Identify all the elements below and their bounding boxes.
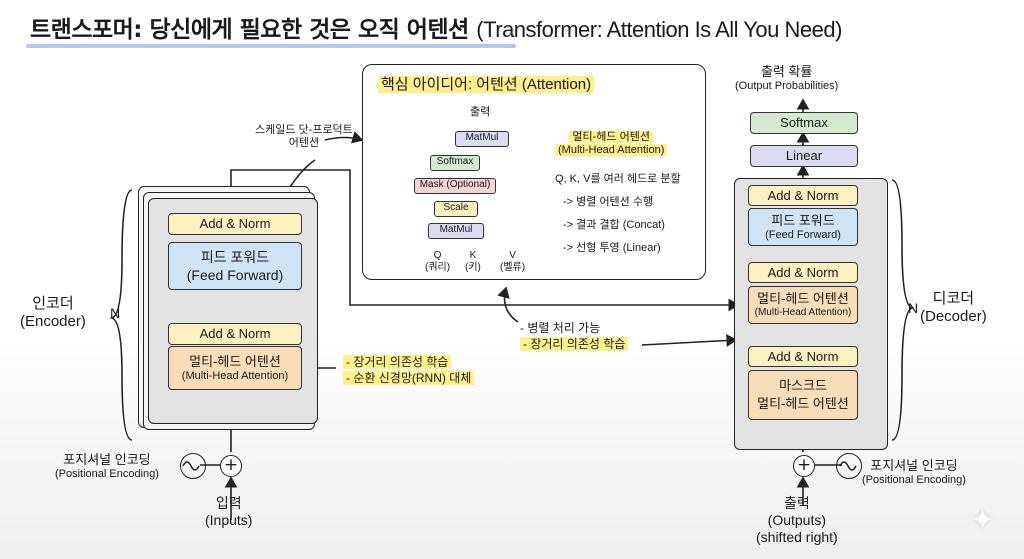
inset-softmax: Softmax [430, 155, 480, 171]
page-title: 트랜스포머: 당신에게 필요한 것은 오직 어텐션 (Transformer: … [30, 10, 842, 44]
decoder-add-norm-2: Add & Norm [748, 262, 858, 283]
encoder-n-label: N [110, 305, 121, 321]
decoder-ff-en: (Feed Forward) [765, 228, 841, 241]
encoder-label-en: (Encoder) [20, 313, 86, 330]
decoder-ff-ko: 피드 포워드 [771, 212, 835, 228]
encoder-feed-forward: 피드 포워드 (Feed Forward) [168, 242, 302, 290]
decoder-output-probabilities: 출력 확률 (Output Probabilities) [735, 64, 838, 93]
inset-scale: Scale [434, 201, 478, 217]
inset-bullets: Q, K, V를 여러 헤드로 분할 -> 병렬 어텐션 수행 -> 결과 결합… [555, 168, 681, 260]
decoder-masked-multi-head-attention: 마스크드 멀티-헤드 어텐션 [748, 370, 858, 420]
decoder-feed-forward: 피드 포워드 (Feed Forward) [748, 208, 858, 246]
encoder-positional-encoding: 포지셔널 인코딩 (Positional Encoding) [55, 452, 159, 481]
decoder-output-en: (Outputs) [767, 512, 827, 528]
inset-bullet: -> 결과 결합 (Concat) [563, 219, 665, 231]
decoder-output-ko: 출력 [783, 495, 810, 511]
decoder-output-shift: (shifted right) [756, 529, 838, 545]
decoder-positional-encoding-icon [836, 453, 862, 479]
inset-v: V (벨류) [500, 250, 525, 274]
sparkle-icon: ✦ [970, 503, 996, 538]
inset-k: K (키) [465, 250, 481, 274]
encoder-add-norm-top: Add & Norm [168, 213, 302, 235]
inset-k-letter: K [469, 250, 477, 261]
decoder-label-en: (Decoder) [920, 308, 987, 325]
decoder-n-label: N [908, 300, 919, 316]
inset-v-ko: (벨류) [500, 262, 526, 273]
inset-matmul-top: MatMul [455, 131, 509, 147]
encoder-input-en: (Inputs) [205, 512, 253, 528]
encoder-input: 입력 (Inputs) [205, 495, 252, 529]
encoder-input-ko: 입력 [215, 495, 242, 511]
inset-v-letter: V [509, 250, 516, 261]
encoder-mha-en: (Multi-Head Attention) [181, 369, 289, 382]
inset-q: Q (쿼리) [425, 250, 450, 274]
encoder-pe-ko: 포지셔널 인코딩 [63, 452, 151, 467]
decoder-masked-label-1: 마스크드 [779, 378, 827, 393]
decoder-add-norm-1: Add & Norm [748, 185, 858, 206]
decoder-pe-en: (Positional Encoding) [862, 474, 966, 486]
encoder-label-ko: 인코더 [32, 295, 74, 312]
decoder-mha-en: (Multi-Head Attention) [754, 307, 852, 318]
encoder-ff-en: (Feed Forward) [186, 267, 284, 283]
decoder-label-ko: 디코더 [932, 290, 975, 307]
sdpa-label: 스케일드 닷-프로덕트 어텐션 [255, 124, 353, 150]
decoder-output: 출력 (Outputs) (shifted right) [756, 495, 838, 546]
middle-note-parallel: - 병렬 처리 가능 [520, 321, 601, 335]
decoder-linear: Linear [750, 145, 858, 167]
decoder-add-norm-1-label: Add & Norm [767, 187, 839, 203]
encoder-label: 인코더 (Encoder) [20, 295, 86, 331]
inset-bullet: -> 선형 투영 (Linear) [563, 242, 661, 254]
decoder-label: 디코더 (Decoder) [920, 290, 987, 326]
inset-q-ko: (쿼리) [425, 262, 451, 273]
encoder-add-norm-top-label: Add & Norm [199, 216, 271, 231]
encoder-note-long-range: - 장거리 의존성 학습 [343, 355, 452, 369]
encoder-note-rnn-replace: - 순환 신경망(RNN) 대체 [343, 371, 475, 385]
decoder-multi-head-attention: 멀티-헤드 어텐션 (Multi-Head Attention) [748, 286, 858, 324]
sdpa-label-line2: 어텐션 [288, 137, 320, 149]
encoder-ff-ko: 피드 포워드 [200, 249, 270, 265]
decoder-linear-label: Linear [785, 148, 823, 163]
title-underline [26, 44, 516, 48]
inset-multi-head: 멀티-헤드 어텐션 (Multi-Head Attention) [555, 131, 668, 157]
decoder-positional-encoding: 포지셔널 인코딩 (Positional Encoding) [862, 458, 966, 487]
encoder-pe-en: (Positional Encoding) [55, 468, 159, 480]
decoder-add-norm-3-label: Add & Norm [767, 348, 839, 364]
inset-mask: Mask (Optional) [414, 178, 496, 194]
encoder-add-norm-bottom-label: Add & Norm [199, 326, 271, 341]
inset-mh-ko: 멀티-헤드 어텐션 [569, 131, 653, 143]
title-korean: 트랜스포머: 당신에게 필요한 것은 오직 어텐션 [30, 17, 469, 43]
decoder-mha-ko: 멀티-헤드 어텐션 [757, 291, 849, 306]
decoder-add-norm-2-label: Add & Norm [767, 264, 839, 280]
decoder-brace [891, 179, 915, 441]
decoder-pe-ko: 포지셔널 인코딩 [870, 458, 958, 473]
inset-output-label: 출력 [470, 106, 491, 118]
decoder-softmax: Softmax [750, 112, 858, 134]
encoder-positional-encoding-icon [180, 453, 206, 479]
inset-title: 핵심 아이디어: 어텐션 (Attention) [378, 76, 595, 94]
inset-bullet: Q, K, V를 여러 헤드로 분할 [555, 173, 681, 185]
sdpa-label-line1: 스케일드 닷-프로덕트 [255, 124, 353, 136]
decoder-masked-label-2: 멀티-헤드 어텐션 [757, 396, 849, 411]
encoder-multi-head-attention: 멀티-헤드 어텐션 (Multi-Head Attention) [168, 346, 302, 390]
inset-title-text: 핵심 아이디어: 어텐션 (Attention) [378, 76, 595, 93]
decoder-add-norm-3: Add & Norm [748, 346, 858, 367]
inset-mh-en: (Multi-Head Attention) [555, 144, 668, 156]
encoder-notes: - 장거리 의존성 학습 - 순환 신경망(RNN) 대체 [343, 354, 475, 386]
attention-inset-panel [362, 64, 706, 280]
decoder-add-icon: + [793, 455, 815, 477]
decoder-output-prob-ko: 출력 확률 [760, 64, 813, 79]
inset-matmul-bottom: MatMul [428, 223, 484, 239]
encoder-brace [109, 189, 133, 441]
inset-q-letter: Q [433, 250, 442, 261]
decoder-softmax-label: Softmax [780, 115, 828, 130]
title-english: (Transformer: Attention Is All You Need) [476, 17, 842, 42]
inset-k-ko: (키) [465, 262, 481, 273]
encoder-mha-ko: 멀티-헤드 어텐션 [189, 353, 281, 369]
middle-notes: - 병렬 처리 가능 - 장거리 의존성 학습 [520, 320, 629, 352]
middle-note-long-range: - 장거리 의존성 학습 [520, 337, 629, 351]
encoder-add-norm-bottom: Add & Norm [168, 323, 302, 345]
encoder-add-icon: + [220, 455, 242, 477]
decoder-output-prob-en: (Output Probabilities) [735, 80, 839, 92]
inset-bullet: -> 병렬 어텐션 수행 [563, 196, 654, 208]
